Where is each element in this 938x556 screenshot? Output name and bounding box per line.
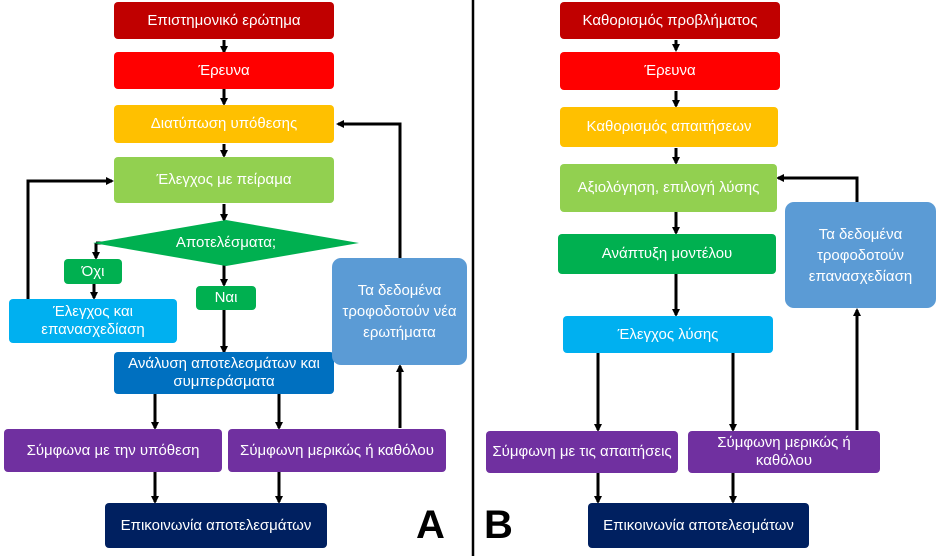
hypothesis-box: Διατύπωση υπόθεσης <box>114 105 334 143</box>
no-label-box: Όχι <box>64 259 122 284</box>
research-box-b: Έρευνα <box>560 52 780 90</box>
feedback-new-questions-box: Τα δεδομένα τροφοδοτούν νέα ερωτήματα <box>332 258 467 365</box>
problem-definition-box: Καθορισμός προβλήματος <box>560 2 780 39</box>
recheck-redesign-box: Έλεγχος και επανασχεδίαση <box>9 299 177 343</box>
analysis-conclusions-box: Ανάλυση αποτελεσμάτων και συμπεράσματα <box>114 352 334 394</box>
agree-hypothesis-box: Σύμφωνα με την υπόθεση <box>4 429 222 472</box>
agree-requirements-box: Σύμφωνη με τις απαιτήσεις <box>486 431 678 473</box>
solution-testing-box: Έλεγχος λύσης <box>563 316 773 353</box>
yes-label-box: Ναι <box>196 286 256 310</box>
scientific-question-box: Επιστημονικό ερώτημα <box>114 2 334 39</box>
communication-box-a: Επικοινωνία αποτελεσμάτων <box>105 503 327 548</box>
experiment-box: Έλεγχος με πείραμα <box>114 157 334 203</box>
arrow-a-feedback-hypothesis <box>336 120 402 258</box>
partial-agreement-box-a: Σύμφωνη μερικώς ή καθόλου <box>228 429 446 472</box>
arrow-a-recheck-experiment <box>26 177 114 300</box>
requirements-box: Καθορισμός απαιτήσεων <box>560 107 778 147</box>
partial-agreement-box-b: Σύμφωνη μερικώς ή καθόλου <box>688 431 880 473</box>
evaluation-selection-box: Αξιολόγηση, επιλογή λύσης <box>560 164 777 212</box>
results-decision-label: Αποτελέσματα; <box>175 234 277 251</box>
panel-a-letter: A <box>416 503 445 547</box>
arrow-b-feedback-evaluation <box>776 174 859 204</box>
feedback-redesign-box: Τα δεδομένα τροφοδοτούν επανασχεδίαση <box>785 202 936 308</box>
research-box-a: Έρευνα <box>114 52 334 89</box>
panel-b-letter: B <box>484 503 513 547</box>
communication-box-b: Επικοινωνία αποτελεσμάτων <box>588 503 809 548</box>
results-decision-diamond <box>93 220 359 266</box>
model-development-box: Ανάπτυξη μοντέλου <box>558 234 776 274</box>
